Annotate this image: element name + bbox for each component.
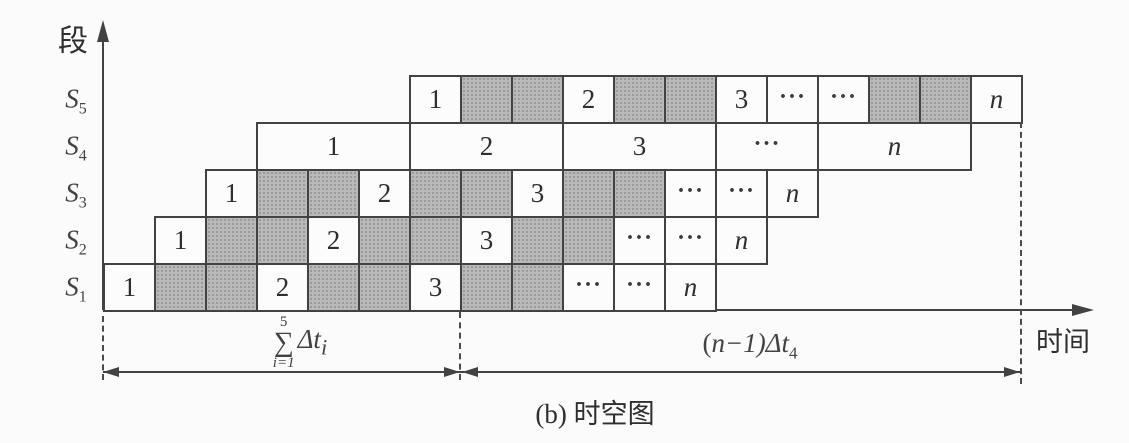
task-cell: 1 [103,263,156,312]
task-cell: 2 [256,263,309,312]
task-cell: ··· [715,169,768,218]
idle-cell [409,169,462,218]
figure-caption: (b) 时空图 [535,399,655,429]
task-cell: ··· [715,122,819,171]
idle-cell [511,263,564,312]
row-label-text: S [65,223,79,254]
row-label-s5: S5 [54,83,98,118]
row-label-s2: S2 [54,224,98,259]
idle-cell [613,169,666,218]
dimension-arrowhead-icon [444,367,460,377]
row-label-subscript: 5 [78,100,87,118]
idle-cell [256,216,309,265]
idle-cell [868,75,921,124]
dimension-arrowhead-icon [462,367,478,377]
y-axis-label: 段 [58,25,88,58]
task-cell: 3 [562,122,717,171]
task-cell: 1 [205,169,258,218]
row-label-s1: S1 [54,271,98,306]
sigma-lower-limit: i=1 [272,355,295,371]
sigma-symbol: 5 ∑ i=1 [273,315,295,371]
x-axis-arrowhead-icon [1072,304,1094,316]
dashed-line-first-result [459,312,461,380]
task-cell: 1 [409,75,462,124]
task-cell: 2 [409,122,564,171]
formula-rest: −1)Δt [724,328,790,358]
idle-cell [511,75,564,124]
row-label-subscript: 2 [78,241,87,259]
task-cell: ··· [664,216,717,265]
idle-cell [613,75,666,124]
task-cell: 3 [460,216,513,265]
open-paren: ( [702,328,712,358]
idle-cell [511,216,564,265]
idle-cell [562,216,615,265]
task-cell: 2 [307,216,360,265]
dashed-line-origin [102,316,104,380]
idle-cell [919,75,972,124]
idle-cell [562,169,615,218]
idle-cell [460,75,513,124]
task-cell: 3 [511,169,564,218]
sigma-upper-limit: 5 [279,314,288,330]
idle-cell [460,263,513,312]
dimension-arrow-right [460,371,1021,373]
task-cell: n [766,169,819,218]
task-cell: 1 [256,122,411,171]
idle-cell [358,216,411,265]
row-label-subscript: 1 [78,288,87,306]
idle-cell [307,263,360,312]
task-cell: ··· [613,263,666,312]
idle-cell [205,263,258,312]
row-label-s4: S4 [54,130,98,165]
task-cell: ··· [562,263,615,312]
idle-cell [256,169,309,218]
idle-cell [307,169,360,218]
row-label-text: S [65,129,79,160]
dimension-arrowhead-icon [103,367,119,377]
steady-state-formula: (n−1)Δt4 [650,328,850,363]
row-label-text: S [65,270,79,301]
task-cell: 2 [562,75,615,124]
idle-cell [358,263,411,312]
dimension-arrowhead-icon [1004,367,1020,377]
dimension-arrow-left [103,371,460,373]
task-cell: n [664,263,717,312]
y-axis-arrowhead-icon [97,20,109,42]
x-axis-label: 时间 [1036,327,1090,357]
task-cell: 3 [409,263,462,312]
task-cell: 1 [154,216,207,265]
task-cell: n [715,216,768,265]
row-label-s3: S3 [54,177,98,212]
idle-cell [154,263,207,312]
y-axis-line [102,34,104,310]
task-cell: ··· [664,169,717,218]
task-cell: ··· [613,216,666,265]
var-n: n [711,328,725,358]
row-label-subscript: 4 [78,147,87,165]
delta-t-term: Δti [298,324,328,362]
idle-cell [205,216,258,265]
delta-t-text: Δt [297,323,321,354]
task-cell: ··· [817,75,870,124]
sigma-icon: ∑ [273,327,294,358]
task-cell: 3 [715,75,768,124]
dashed-line-last-result [1020,122,1022,384]
idle-cell [664,75,717,124]
row-label-text: S [65,82,79,113]
row-label-subscript: 3 [78,194,87,212]
row-label-text: S [65,176,79,207]
task-cell: 2 [358,169,411,218]
formula-subscript: 4 [789,343,798,363]
idle-cell [460,169,513,218]
task-cell: n [817,122,972,171]
task-cell: ··· [766,75,819,124]
idle-cell [409,216,462,265]
delta-t-subscript: i [320,334,328,360]
task-cell: n [970,75,1023,124]
fill-time-formula: 5 ∑ i=1 Δti [240,314,360,372]
